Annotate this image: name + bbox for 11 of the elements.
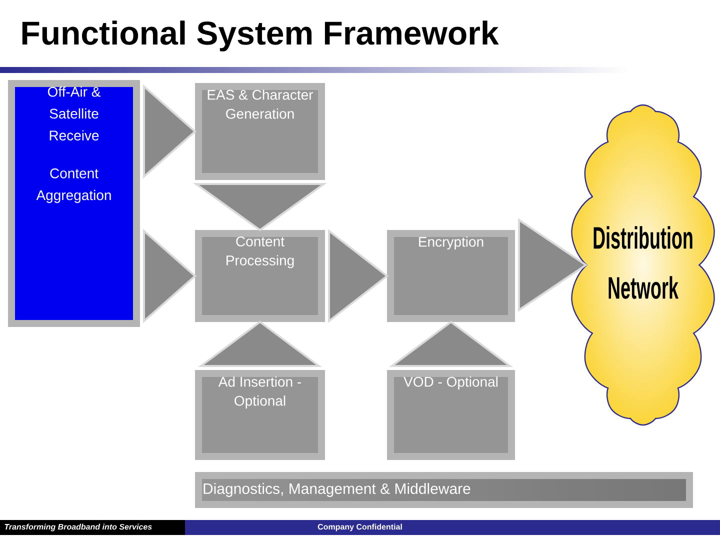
process-box: Ad Insertion - Optional bbox=[195, 370, 325, 460]
network-cloud: Distribution Network bbox=[571, 104, 715, 426]
process-box: Off-Air & Satellite Receive Content Aggregation bbox=[8, 80, 140, 327]
footer-text: Transforming Broadband into Services bbox=[4, 524, 152, 532]
process-bar: Diagnostics, Management & Middleware bbox=[195, 472, 693, 508]
footer-text: Company Confidential bbox=[318, 524, 402, 532]
process-box: VOD - Optional bbox=[387, 370, 515, 460]
process-box: EAS & Character Generation bbox=[195, 83, 325, 180]
process-box: Encryption bbox=[387, 230, 515, 322]
process-box: Content Processing bbox=[195, 230, 325, 322]
slide-title: Functional System Framework bbox=[22, 20, 499, 52]
